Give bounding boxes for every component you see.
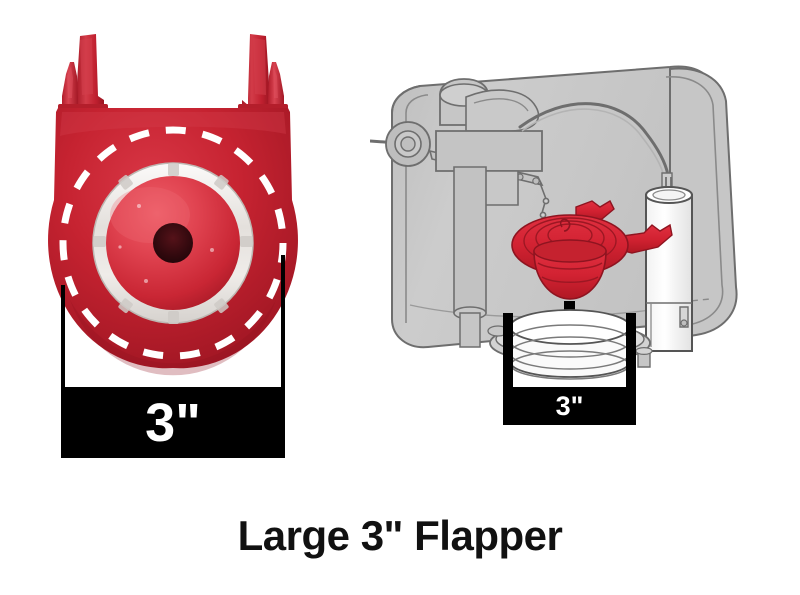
surface-highlights [118, 204, 214, 283]
mount-arm-right [242, 34, 270, 108]
seal-dashed-circle [59, 126, 287, 360]
valve-measure-line-left [503, 313, 513, 391]
measurement-badge-flapper-label: 3" [145, 392, 201, 453]
center-hole [153, 223, 193, 263]
page-title: Large 3" Flapper [237, 512, 563, 559]
refill-hose [518, 102, 673, 195]
mount-peg-left [62, 62, 78, 108]
measure-line-left [61, 285, 65, 389]
mount-arm-left [76, 34, 104, 108]
measurement-badge-valve-seat: 3" [503, 387, 636, 425]
measure-line-right [281, 255, 285, 389]
toilet-tank-cutaway: 3" [370, 55, 800, 425]
measurement-badge-flapper: 3" [61, 387, 285, 458]
flush-valve-seat [487, 309, 653, 380]
mount-peg-right [268, 62, 284, 108]
valve-measure-line-right [626, 313, 636, 391]
measurement-badge-valve-seat-label: 3" [555, 390, 584, 421]
flapper-photo-svg [48, 34, 298, 376]
red-flapper [511, 200, 673, 300]
flapper-photograph: 3" [0, 0, 360, 470]
fill-valve [435, 78, 543, 348]
overflow-tube [645, 186, 693, 352]
flush-handle [370, 121, 431, 167]
tank-diagram-svg [370, 65, 738, 380]
